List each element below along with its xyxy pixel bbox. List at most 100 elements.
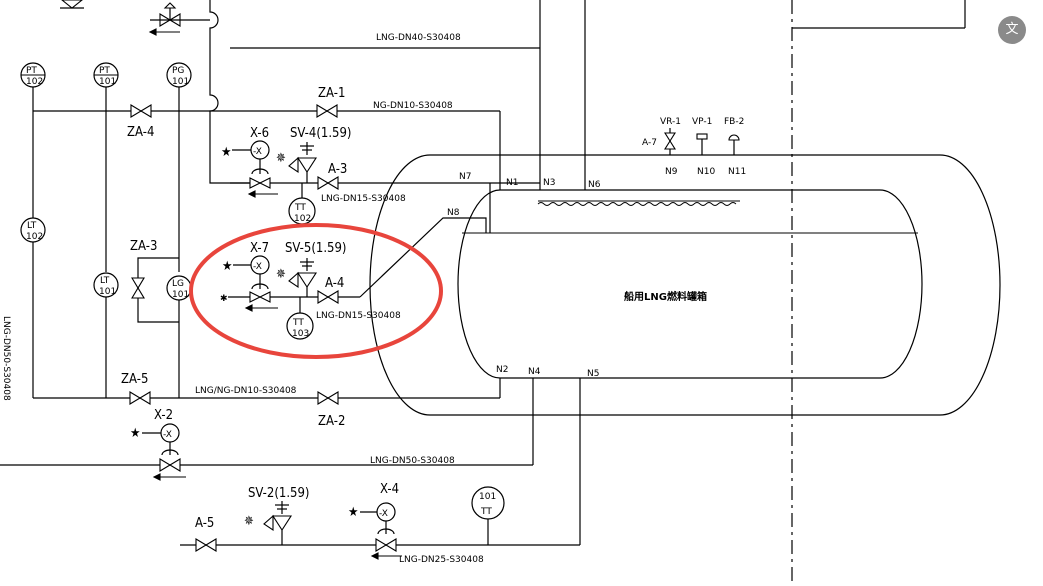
vent-vp1[interactable]: VP-1 <box>692 117 712 155</box>
svg-text:ZA-3: ZA-3 <box>130 239 157 254</box>
safety-valve-sv4[interactable]: SV-4(1.59) <box>288 126 351 183</box>
fitting-fb2[interactable]: FB-2 <box>724 117 744 155</box>
valve-za4[interactable]: ZA-4 <box>127 104 154 140</box>
svg-text:LT: LT <box>27 221 37 231</box>
instrument-pt101[interactable]: PT 101 <box>93 62 119 88</box>
svg-text:PT: PT <box>26 66 37 76</box>
safety-valve-sv2[interactable]: SV-2(1.59) <box>248 486 309 545</box>
svg-text:101: 101 <box>99 77 116 87</box>
spark-icon: ✵ <box>276 151 286 166</box>
pipe-label-top: LNG-DN40-S30408 <box>376 33 461 43</box>
pipe-label-dn25: LNG-DN25-S30408 <box>399 555 484 565</box>
instrument-tt101[interactable]: 101 TT <box>471 486 505 520</box>
svg-text:-X: -X <box>379 509 388 519</box>
svg-text:ZA-4: ZA-4 <box>127 125 154 140</box>
svg-text:X-2: X-2 <box>154 408 173 423</box>
valve-za5[interactable]: ZA-5 <box>121 372 151 405</box>
instrument-tt103[interactable]: TT 103 <box>286 312 314 340</box>
svg-text:A-3: A-3 <box>328 162 347 177</box>
spark-icon: ✵ <box>244 514 254 529</box>
svg-text:SV-4(1.59): SV-4(1.59) <box>290 126 351 141</box>
svg-text:ZA-5: ZA-5 <box>121 372 148 387</box>
svg-text:101: 101 <box>99 287 116 297</box>
nozzle-n1: N1 <box>506 178 518 188</box>
svg-text:VR-1: VR-1 <box>660 117 681 127</box>
pipe-label-lng-ng-dn10: LNG/NG-DN10-S30408 <box>195 386 297 396</box>
valve-za2[interactable]: ZA-2 <box>317 391 345 429</box>
instrument-lt101[interactable]: LT 101 <box>93 272 119 298</box>
translate-button[interactable]: 文 <box>998 16 1026 44</box>
svg-text:101: 101 <box>172 290 189 300</box>
safety-valve-sv5[interactable]: SV-5(1.59) <box>285 241 346 297</box>
svg-text:-X: -X <box>163 430 172 440</box>
svg-text:A-7: A-7 <box>642 138 657 148</box>
svg-text:TT: TT <box>294 203 306 213</box>
valve-a5[interactable]: A-5 <box>195 516 217 552</box>
lng-fuel-tank: 船用LNG燃料罐箱 <box>369 0 1001 586</box>
highlight-circle <box>189 223 443 359</box>
tank-label: 船用LNG燃料罐箱 <box>624 290 707 303</box>
nozzle-n5: N5 <box>587 369 599 379</box>
instrument-lt102[interactable]: LT 102 <box>20 217 46 243</box>
nozzle-n9: N9 <box>665 167 678 177</box>
svg-text:ZA-2: ZA-2 <box>318 414 345 429</box>
nozzle-n8: N8 <box>447 208 460 218</box>
star-icon: ★ <box>221 145 232 160</box>
top-fragment-valve[interactable] <box>60 0 210 36</box>
pipe-label-ng-dn10: NG-DN10-S30408 <box>373 101 453 111</box>
svg-text:LT: LT <box>100 276 110 286</box>
valve-za3[interactable]: ZA-3 <box>130 239 157 299</box>
spark-icon: ✵ <box>276 267 286 282</box>
svg-text:A-4: A-4 <box>325 276 344 291</box>
svg-text:ZA-1: ZA-1 <box>318 86 345 101</box>
svg-text:TT: TT <box>292 318 304 328</box>
svg-text:A-5: A-5 <box>195 516 214 531</box>
svg-text:X-7: X-7 <box>250 241 269 256</box>
valve-a4[interactable]: A-4 <box>317 276 344 304</box>
nozzle-n10: N10 <box>697 167 715 177</box>
valve-a3[interactable]: A-3 <box>317 162 347 190</box>
spark-icon: ✱ <box>220 294 228 304</box>
nozzle-n6: N6 <box>588 180 601 190</box>
pipe-label-dn15-upper: LNG-DN15-S30408 <box>321 194 406 204</box>
nozzle-n7: N7 <box>459 172 471 182</box>
svg-text:X-4: X-4 <box>380 482 399 497</box>
svg-text:102: 102 <box>294 214 311 224</box>
nozzle-n3: N3 <box>543 178 555 188</box>
pipe-label-dn15-lower: LNG-DN15-S30408 <box>316 311 401 321</box>
star-icon: ★ <box>222 259 233 274</box>
pipe-label-left-vertical: LNG-DN50-S30408 <box>1 316 11 401</box>
valve-x6[interactable]: -X X-6 <box>230 126 278 198</box>
svg-text:VP-1: VP-1 <box>692 117 712 127</box>
svg-text:103: 103 <box>292 329 309 339</box>
svg-text:102: 102 <box>26 232 43 242</box>
svg-text:SV-5(1.59): SV-5(1.59) <box>285 241 346 256</box>
nozzle-n11: N11 <box>728 167 746 177</box>
instrument-tt102[interactable]: TT 102 <box>288 197 316 225</box>
valve-x4[interactable]: -X X-4 <box>370 482 402 560</box>
svg-text:TT: TT <box>480 507 492 517</box>
nozzle-n2: N2 <box>496 365 508 375</box>
svg-text:101: 101 <box>479 492 496 502</box>
svg-text:FB-2: FB-2 <box>724 117 744 127</box>
valve-za1[interactable]: ZA-1 <box>316 86 345 118</box>
svg-text:-X: -X <box>253 147 262 157</box>
valve-x7[interactable]: -X X-7 <box>244 241 278 312</box>
svg-text:-X: -X <box>253 262 262 272</box>
valve-x2[interactable]: -X X-2 <box>152 408 186 481</box>
instrument-pg101[interactable]: PG 101 <box>166 62 192 88</box>
svg-text:102: 102 <box>26 77 43 87</box>
vent-vr1[interactable]: VR-1 A-7 <box>642 117 681 155</box>
instrument-pt102[interactable]: PT 102 <box>20 62 46 88</box>
star-icon: ★ <box>348 505 359 520</box>
svg-text:X-6: X-6 <box>250 126 269 141</box>
svg-text:SV-2(1.59): SV-2(1.59) <box>248 486 309 501</box>
svg-text:PG: PG <box>172 66 184 76</box>
nozzle-n4: N4 <box>528 367 541 377</box>
svg-text:101: 101 <box>172 77 189 87</box>
svg-text:LG: LG <box>172 279 184 289</box>
star-icon: ★ <box>130 426 141 441</box>
pipe-label-dn50: LNG-DN50-S30408 <box>370 456 455 466</box>
instrument-lg101[interactable]: LG 101 <box>166 275 192 301</box>
